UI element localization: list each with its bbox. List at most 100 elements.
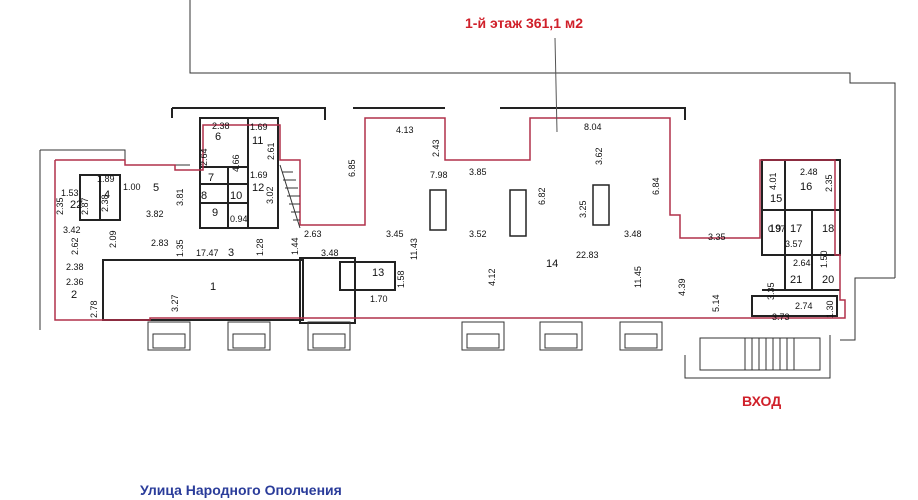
dimension-label: 6.82 — [537, 187, 547, 205]
room-label: 22 — [70, 199, 82, 211]
street-label: Улица Народного Ополчения — [140, 482, 342, 498]
dimension-label: 1.28 — [255, 238, 265, 256]
dimension-label: 3.85 — [469, 167, 487, 177]
room-label: 5 — [153, 182, 159, 194]
dimension-label: 4.12 — [487, 268, 497, 286]
dimension-label: 17.47 — [196, 248, 219, 258]
dimension-label: 1.00 — [123, 182, 141, 192]
dimension-label: 1.69 — [250, 122, 268, 132]
facade-windows — [147, 321, 663, 351]
dimension-label: 2.35 — [824, 174, 834, 192]
dimension-label: 3.35 — [766, 282, 776, 300]
room-labels: 1 2 3 4 5 6 7 8 9 10 11 12 13 14 15 16 1… — [70, 131, 834, 301]
dimension-label: 4.13 — [396, 125, 414, 135]
dimension-label: 22.83 — [576, 250, 599, 260]
interior-walls — [79, 107, 841, 324]
dimension-label: 1.44 — [290, 237, 300, 255]
dimension-label: 2.83 — [151, 238, 169, 248]
dimension-label: 7.98 — [430, 170, 448, 180]
room-label: 21 — [790, 274, 802, 286]
dimension-label: 2.43 — [431, 139, 441, 157]
room-label: 14 — [546, 258, 558, 270]
dimension-label: 3.48 — [624, 229, 642, 239]
room-label: 4 — [104, 189, 110, 201]
vertical-dimension-labels: 2.64 2.61 4.66 3.02 2.35 2.38 2.87 3.81 … — [55, 139, 835, 318]
dimension-label: 3.57 — [785, 239, 803, 249]
dimension-label: 1.50 — [819, 250, 829, 268]
dimension-label: 2.38 — [212, 121, 230, 131]
room-label: 7 — [208, 172, 214, 184]
dimension-label: 3.82 — [146, 209, 164, 219]
dimension-label: 3.73 — [772, 312, 790, 322]
dimension-labels: 2.38 1.69 1.69 0.94 1.89 1.00 1.53 3.82 … — [61, 121, 818, 322]
dimension-label: 1.89 — [97, 174, 115, 184]
columns — [429, 184, 610, 237]
dimension-label: 3.62 — [594, 147, 604, 165]
dimension-label: 2.36 — [66, 277, 84, 287]
room-label: 12 — [252, 182, 264, 194]
room-label: 20 — [822, 274, 834, 286]
room-label: 13 — [372, 267, 384, 279]
stairs-left — [279, 164, 301, 229]
dimension-label: 3.42 — [63, 225, 81, 235]
room-label: 17 — [790, 223, 802, 235]
dimension-label: 4.01 — [768, 172, 778, 190]
dimension-label: 0.97 — [768, 224, 786, 234]
dimension-label: 2.62 — [70, 237, 80, 255]
dimension-label: 1.53 — [61, 188, 79, 198]
dimension-label: 2.64 — [199, 148, 209, 166]
dimension-label: 4.39 — [677, 278, 687, 296]
entrance-label: ВХОД — [742, 393, 781, 409]
dimension-label: 2.63 — [304, 229, 322, 239]
dimension-label: 8.04 — [584, 122, 602, 132]
dimension-label: 3.25 — [578, 200, 588, 218]
dimension-label: 6.84 — [651, 177, 661, 195]
dimension-label: 3.48 — [321, 248, 339, 258]
dimension-label: 3.52 — [469, 229, 487, 239]
dimension-label: 2.87 — [80, 197, 90, 215]
dimension-label: 2.74 — [795, 301, 813, 311]
room-label: 9 — [212, 207, 218, 219]
dimension-label: 2.48 — [800, 167, 818, 177]
dimension-label: 1.58 — [396, 270, 406, 288]
dimension-label: 3.81 — [175, 188, 185, 206]
dimension-label: 0.94 — [230, 214, 248, 224]
title-leader-line — [554, 37, 558, 133]
dimension-label: 1.69 — [250, 170, 268, 180]
room-label: 8 — [201, 190, 207, 202]
dimension-label: 3.02 — [265, 186, 275, 204]
dimension-label: 3.45 — [386, 229, 404, 239]
premises-outline — [54, 117, 846, 321]
dimension-label: 2.78 — [89, 300, 99, 318]
dimension-label: 2.38 — [100, 194, 110, 212]
dimension-label: 11.43 — [409, 238, 419, 260]
dimension-label: 1.70 — [370, 294, 388, 304]
room-label: 15 — [770, 193, 782, 205]
dimension-label: 4.66 — [231, 154, 241, 172]
room-label: 18 — [822, 223, 834, 235]
dimension-label: 6.85 — [347, 159, 357, 177]
room-label: 6 — [215, 131, 221, 143]
room-label: 2 — [71, 289, 77, 301]
stairs-entrance — [699, 337, 821, 371]
room-label: 1 — [210, 281, 216, 293]
floor-title: 1-й этаж 361,1 м2 — [465, 15, 583, 31]
dimension-label: 1.30 — [825, 300, 835, 318]
room-label: 19 — [769, 223, 781, 235]
room-label: 10 — [230, 190, 242, 202]
room-label: 3 — [228, 247, 234, 259]
dimension-label: 5.14 — [711, 294, 721, 312]
room-label: 16 — [800, 181, 812, 193]
dimension-label: 2.09 — [108, 230, 118, 248]
dimension-label: 1.35 — [175, 239, 185, 257]
dimension-label: 2.38 — [66, 262, 84, 272]
building-context-walls — [39, 0, 896, 379]
dimension-label: 3.35 — [708, 232, 726, 242]
dimension-label: 11.45 — [633, 266, 643, 288]
dimension-label: 2.64 — [793, 258, 811, 268]
dimension-label: 3.27 — [170, 294, 180, 312]
room-label: 11 — [252, 135, 263, 147]
dimension-label: 2.35 — [55, 197, 65, 215]
dimension-label: 2.61 — [266, 142, 276, 160]
